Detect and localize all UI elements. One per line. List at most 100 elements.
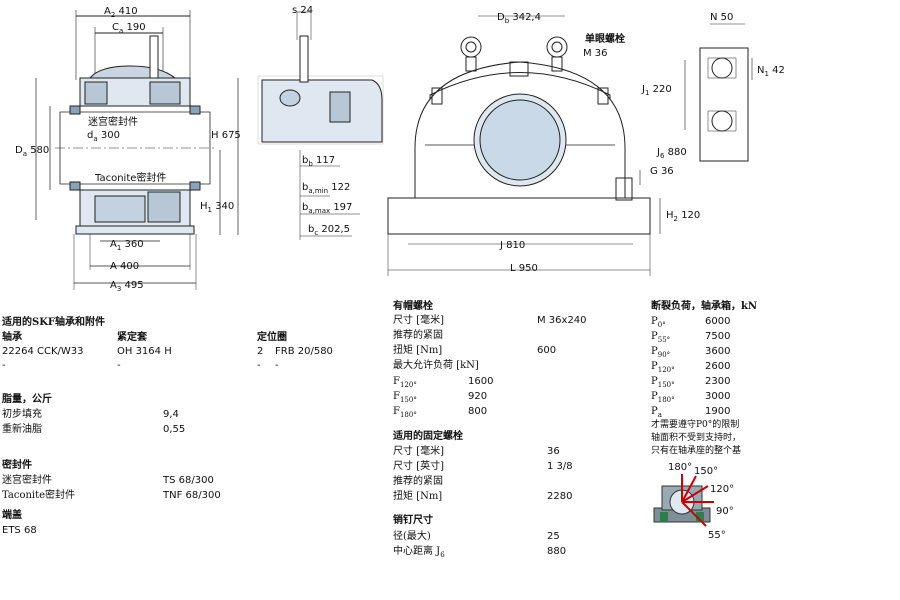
torque-label: 扭矩 [Nm]: [393, 345, 443, 356]
side-section-view: [36, 10, 238, 290]
seal1-value: TS 68/300: [163, 475, 214, 486]
dim-N1: N1 42: [757, 65, 785, 78]
f150-sub: 150°: [399, 396, 417, 404]
note-line-3: 只有在轴承座的整个基: [651, 446, 742, 456]
dowel-center-value: 880: [547, 546, 567, 557]
break-load-label-sub: 0°: [657, 321, 666, 329]
torque-value: 600: [537, 345, 557, 356]
f150-value: 920: [468, 391, 488, 402]
dim-bb: bb 117: [302, 155, 335, 168]
grease-relub-value: 0,55: [163, 424, 186, 435]
note-line-2: 轴面积不受到支持时，: [651, 433, 742, 443]
dowel-center-label: 中心距离 J6: [393, 546, 445, 559]
max-load-label: 最大允许负荷 [kN]: [393, 360, 479, 371]
break-load-value: 3600: [705, 346, 731, 357]
dim-bamax: ba,max 197: [302, 202, 352, 215]
break-load-label: P150°: [651, 376, 675, 389]
grease-initial-label: 初步填充: [2, 409, 42, 420]
label-eyebolt-size: M 36: [583, 48, 608, 59]
break-load-label: P180°: [651, 391, 675, 404]
dim-da: da 300: [87, 130, 120, 143]
angle-180: 180°: [668, 462, 692, 473]
seal2-value: TNF 68/300: [163, 490, 221, 501]
narrow-section-view: [258, 12, 383, 240]
dowel-center-sub: 6: [440, 551, 445, 559]
seal-title: 密封件: [2, 460, 32, 471]
fix-size-mm-value: 36: [547, 446, 560, 457]
break-load-label: P120°: [651, 361, 675, 374]
row1-sleeve: OH 3164 H: [117, 346, 172, 357]
break-load-label: Pa: [651, 406, 662, 419]
size-value: M 36x240: [537, 315, 587, 326]
label-eyebolt: 单眼螺栓: [585, 32, 625, 45]
dowel-dia-label: 径(最大): [393, 531, 431, 542]
endcover-value: ETS 68: [2, 525, 37, 536]
f120-value: 1600: [468, 376, 494, 387]
f120-sub: 120°: [399, 381, 417, 389]
fix-torque-value: 2280: [547, 491, 573, 502]
dowel-title: 销钉尺寸: [393, 515, 433, 526]
size-label: 尺寸 [毫米]: [393, 315, 444, 326]
fix-bolt-title: 适用的固定螺栓: [393, 431, 463, 442]
f180-label: F180°: [393, 406, 417, 419]
break-load-label-sub: 90°: [657, 351, 671, 359]
fix-size-in-value: 1 3/8: [547, 461, 573, 472]
angle-120: 120°: [710, 484, 734, 495]
dim-A1: A1 360: [110, 239, 144, 252]
dim-J6: J6 880: [656, 147, 687, 160]
dim-J: J 810: [499, 240, 525, 251]
col-locating: 定位圈: [257, 332, 287, 343]
break-load-value: 7500: [705, 331, 731, 342]
top-detail-view: [685, 24, 752, 161]
dim-A3: A3 495: [110, 280, 144, 293]
angle-150: 150°: [694, 466, 718, 477]
cap-bolt-title: 有帽螺栓: [393, 301, 433, 312]
dim-N: N 50: [710, 12, 733, 23]
dim-L: L 950: [510, 263, 538, 274]
break-load-title: 断裂负荷，轴承箱，kN: [651, 301, 758, 312]
col-bearing: 轴承: [2, 332, 22, 343]
rec-torque-label: 推荐的紧固: [393, 330, 443, 341]
break-load-label-sub: 180°: [657, 396, 675, 404]
dowel-dia-value: 25: [547, 531, 560, 542]
break-load-label: P55°: [651, 331, 671, 344]
bearing-title: 适用的SKF轴承和附件: [2, 317, 106, 328]
row2-qty: -: [257, 360, 261, 371]
dim-H1: H1 340: [200, 201, 234, 214]
row1-ring: FRB 20/580: [275, 346, 333, 357]
break-load-value: 2300: [705, 376, 731, 387]
label-taconite-seal: Taconite密封件: [94, 171, 166, 184]
endcover-title: 端盖: [2, 510, 22, 521]
technical-drawing: A2 410 Ca 190 Da 580 da 300 迷宫密封件 Taconi…: [15, 5, 785, 293]
grease-initial-value: 9,4: [163, 409, 179, 420]
dim-bc: bc 202,5: [308, 224, 350, 237]
label-labyrinth-seal: 迷宫密封件: [88, 115, 138, 128]
fix-size-mm-label: 尺寸 [毫米]: [393, 446, 444, 457]
angle-55: 55°: [708, 530, 726, 541]
f150-label: F150°: [393, 391, 417, 404]
fix-rec-label: 推荐的紧固: [393, 476, 443, 487]
grease-title: 脂量，公斤: [2, 394, 52, 405]
break-load-value: 6000: [705, 316, 731, 327]
note-line-1: 才需要遵守P0°的限制: [651, 420, 740, 430]
dim-H: H 675: [211, 130, 241, 141]
dim-Db: Db 342,4: [497, 12, 541, 25]
dim-A2: A2 410: [104, 6, 138, 19]
break-load-label-sub: 55°: [657, 336, 671, 344]
fix-torque-label: 扭矩 [Nm]: [393, 491, 443, 502]
f120-label: F120°: [393, 376, 417, 389]
fix-size-in-label: 尺寸 [英寸]: [393, 461, 444, 472]
dim-A: A 400: [110, 261, 139, 272]
load-direction-diagram: 180° 150° 120° 90° 55°: [650, 462, 734, 541]
grease-relub-label: 重新油脂: [2, 424, 42, 435]
seal1-label: 迷宫密封件: [2, 475, 52, 486]
angle-90: 90°: [716, 506, 734, 517]
front-view: [388, 16, 660, 276]
row2-sleeve: -: [117, 360, 121, 371]
dim-G: G 36: [650, 166, 674, 177]
seal2-label: Taconite密封件: [2, 490, 76, 501]
break-load-label-sub: a: [657, 411, 662, 419]
break-load-label: P90°: [651, 346, 671, 359]
break-load-value: 3000: [705, 391, 731, 402]
f180-sub: 180°: [399, 411, 417, 419]
